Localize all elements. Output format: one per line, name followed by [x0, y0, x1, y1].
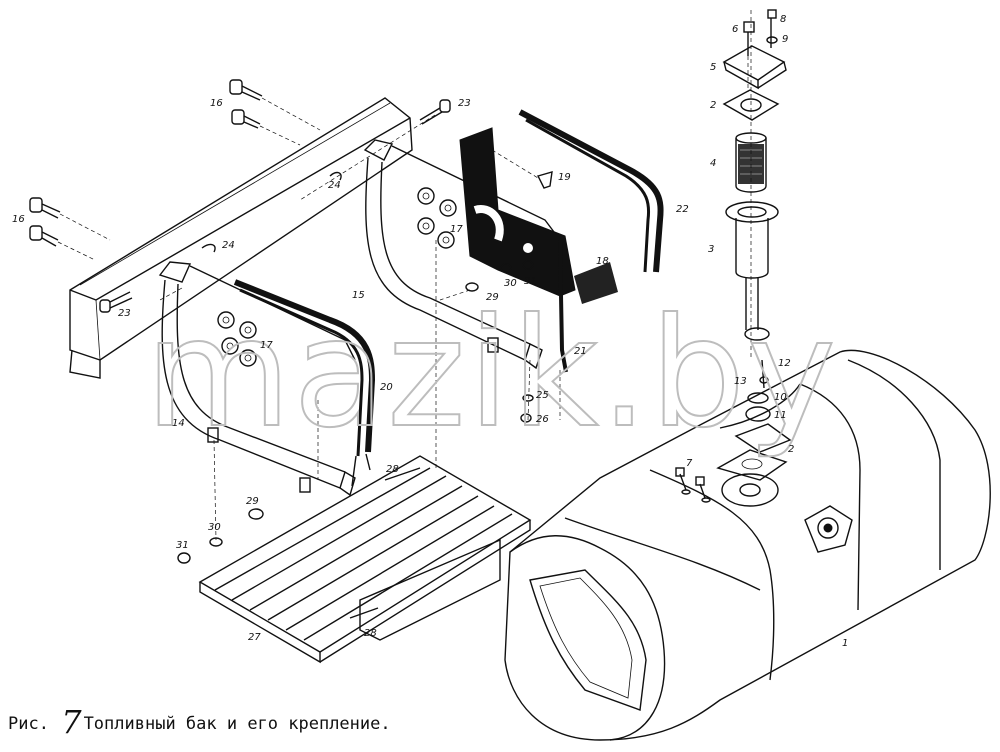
washers-25-26 — [520, 394, 534, 423]
callout-16: 16 — [210, 98, 223, 109]
callout-30: 30 — [504, 278, 517, 289]
nut-group-17-right — [417, 187, 457, 249]
callout-24: 24 — [328, 180, 341, 191]
figure-prefix: Рис. — [8, 714, 49, 734]
callout-14: 14 — [172, 418, 185, 429]
callout-27: 27 — [248, 632, 261, 643]
figure-number: 7 — [61, 703, 82, 741]
callout-12: 12 — [778, 358, 791, 369]
callout-4: 4 — [710, 158, 716, 169]
assembly-lines — [159, 114, 561, 541]
bolt-23-upper — [419, 99, 451, 125]
bolt-16-lower — [29, 197, 111, 261]
callout-29: 29 — [486, 292, 499, 303]
callout-17: 17 — [260, 340, 273, 351]
callout-18: 18 — [596, 256, 609, 267]
shelf-27 — [198, 455, 532, 664]
callout-1: 1 — [842, 638, 848, 649]
callout-2: 2 — [710, 100, 716, 111]
callout-5: 5 — [710, 62, 716, 73]
callout-28: 28 — [364, 628, 377, 639]
strap-22 — [518, 109, 664, 273]
callout-13: 13 — [734, 376, 747, 387]
callout-16: 16 — [12, 214, 25, 225]
bolt-16-upper — [229, 79, 321, 146]
filler-neck-assembly — [716, 359, 792, 507]
callout-26: 26 — [536, 414, 549, 425]
drain-valve — [804, 505, 853, 553]
watermark: mazik.by — [145, 287, 838, 461]
washers-29-30-31-upper — [465, 260, 534, 292]
washers-29-30-31-lower — [177, 508, 264, 564]
callout-6: 6 — [732, 24, 738, 35]
filter-element-4 — [735, 132, 767, 193]
callout-3: 3 — [708, 244, 714, 255]
frame-side-member — [69, 97, 413, 379]
callout-19: 19 — [558, 172, 571, 183]
callout-29: 29 — [246, 496, 259, 507]
callout-25: 25 — [536, 390, 549, 401]
callout-20: 20 — [380, 382, 393, 393]
cotter-pin-24 — [201, 171, 342, 253]
callout-23: 23 — [118, 308, 131, 319]
callout-28: 28 — [386, 464, 399, 475]
fuel-tank-1 — [504, 349, 991, 741]
callout-21: 21 — [574, 346, 587, 357]
cover-5-and-bolts — [722, 9, 787, 92]
callout-15: 15 — [352, 290, 365, 301]
callout-31: 31 — [176, 540, 189, 551]
callout-9: 9 — [782, 34, 788, 45]
plug-19 — [491, 149, 553, 189]
callout-24: 24 — [222, 240, 235, 251]
callout-8: 8 — [780, 14, 786, 25]
callout-30: 30 — [208, 522, 221, 533]
callout-labels: 1 2 2 3 4 5 6 7 8 9 10 11 12 13 14 15 16… — [12, 14, 848, 649]
callout-11: 11 — [774, 410, 787, 421]
callout-2: 2 — [788, 444, 794, 455]
callout-7: 7 — [686, 458, 693, 469]
strap-21 — [558, 239, 568, 373]
figure-title: Топливный бак и его крепление. — [83, 714, 391, 734]
callout-22: 22 — [676, 204, 689, 215]
callout-23: 23 — [458, 98, 471, 109]
intake-pipe-3 — [725, 10, 779, 360]
strap-20 — [233, 279, 376, 487]
pad-18 — [459, 127, 618, 304]
bolt-23-lower — [99, 291, 133, 313]
callout-17: 17 — [450, 224, 463, 235]
nut-group-17-left — [217, 311, 257, 367]
callout-31: 31 — [524, 276, 537, 287]
bolts-7 — [675, 467, 711, 503]
callout-10: 10 — [774, 392, 787, 403]
